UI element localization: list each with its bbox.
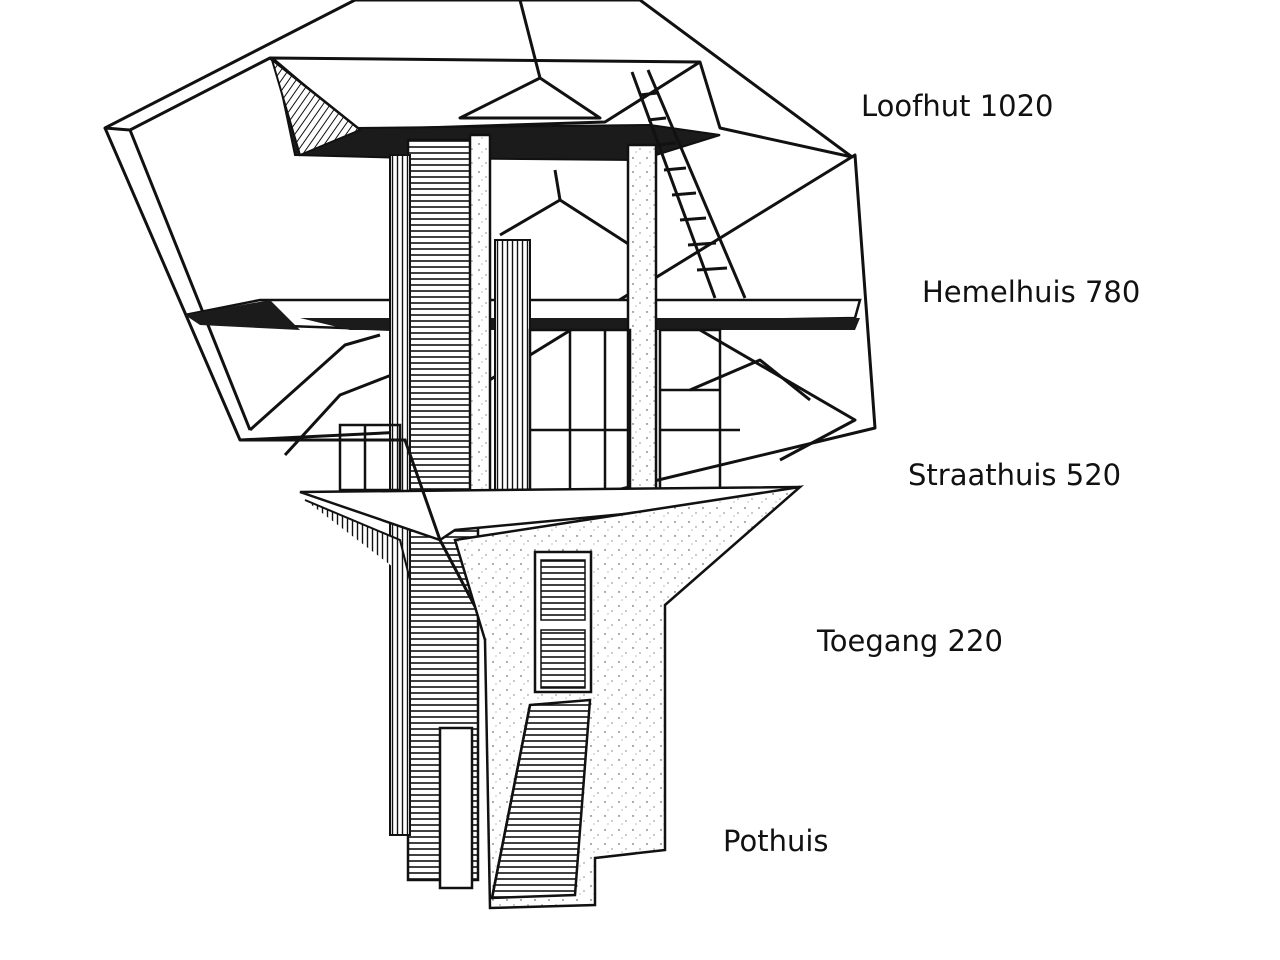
level-label-toegang: Toegang 220 xyxy=(817,624,1003,658)
ladder xyxy=(630,69,747,299)
level-label-loofhut: Loofhut 1020 xyxy=(861,89,1054,123)
level-label-straathuis: Straathuis 520 xyxy=(908,458,1122,492)
level-label-pothuis: Pothuis xyxy=(723,824,829,858)
shutter-windows xyxy=(533,550,593,694)
lower-brace xyxy=(240,438,492,636)
staircase xyxy=(490,698,592,900)
base-door xyxy=(438,726,474,890)
level-label-hemelhuis: Hemelhuis 780 xyxy=(922,275,1141,309)
